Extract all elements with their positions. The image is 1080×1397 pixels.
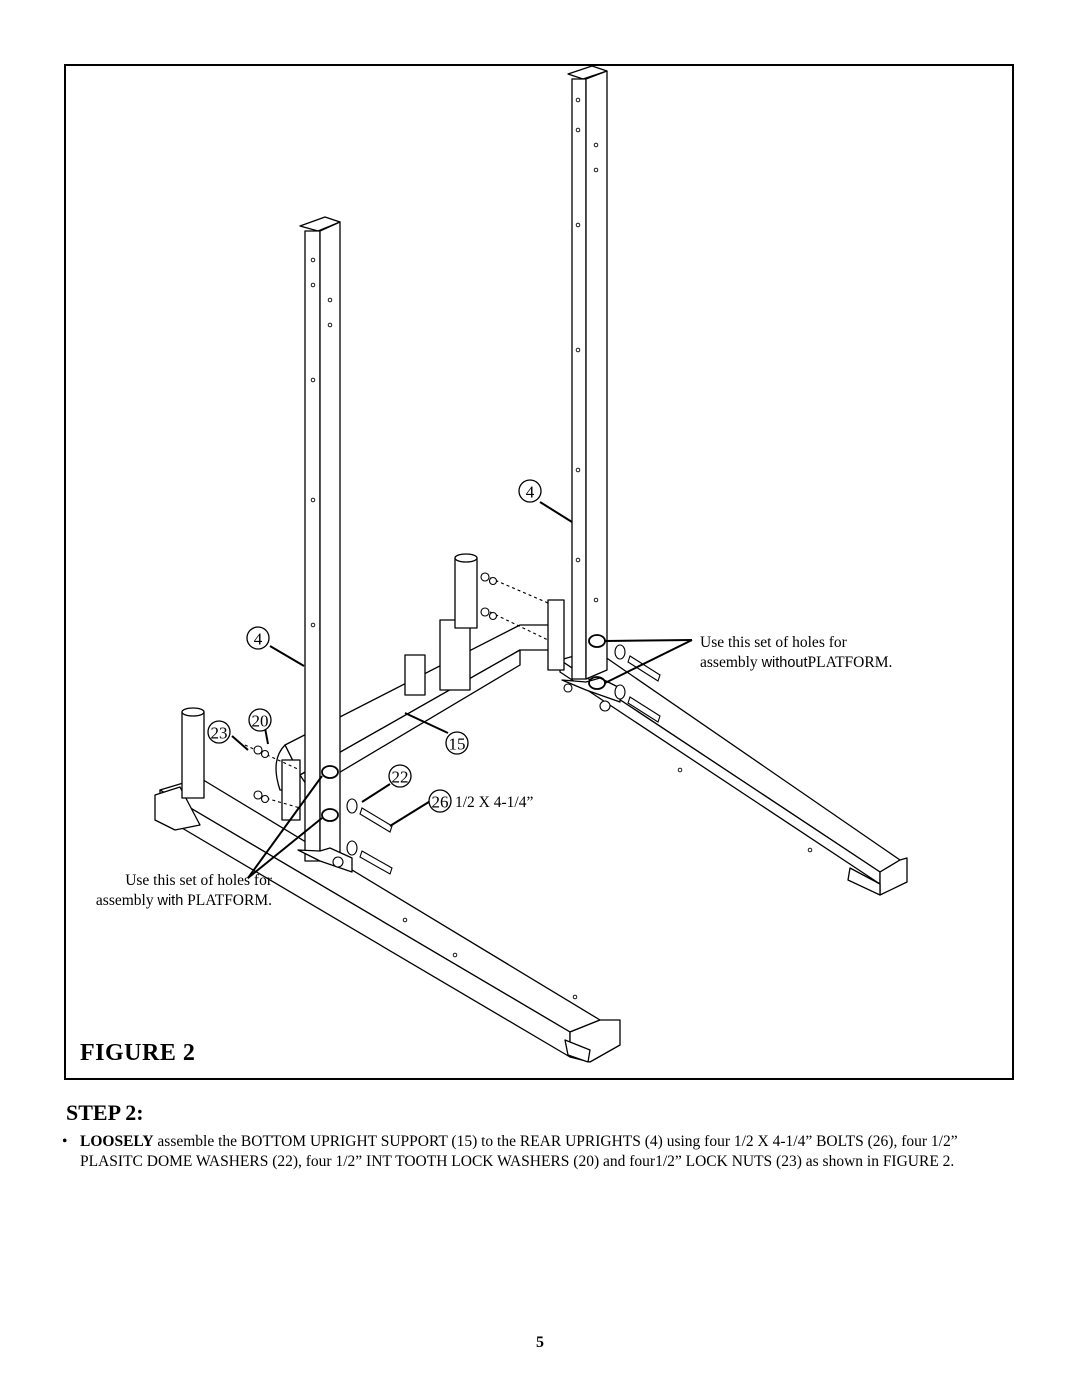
callout-label-20: 20 [252, 712, 269, 731]
hardware [244, 572, 661, 875]
callout-22 [388, 764, 412, 788]
note-without-line2: assembly withoutPLATFORM. [700, 654, 893, 671]
note-without-line1: Use this set of holes for [700, 634, 847, 651]
callout-20 [248, 708, 272, 732]
step-text: assemble the BOTTOM UPRIGHT SUPPORT (15)… [80, 1133, 958, 1170]
callout-4-right [518, 479, 542, 503]
bullet-marker: • [62, 1133, 68, 1150]
callout-15 [445, 731, 469, 755]
callout-23 [207, 720, 231, 744]
left-base-rail [154, 777, 621, 1063]
callout-label-15: 15 [449, 735, 466, 754]
bottom-upright-support [275, 619, 556, 791]
callout-label-26: 26 [432, 793, 449, 812]
step-body: LOOSELY assemble the BOTTOM UPRIGHT SUPP… [80, 1132, 1022, 1172]
figure-frame [64, 64, 1014, 1080]
note-with-emphasis: with [157, 893, 184, 909]
rear-upright-left [281, 216, 353, 873]
weight-posts [181, 553, 478, 799]
page-number: 5 [536, 1334, 544, 1351]
assembly-diagram: 4 4 23 20 15 22 26 1/2 X 4-1/4” [154, 65, 908, 1063]
callout-label-23: 23 [211, 724, 228, 743]
step-instructions: • LOOSELY assemble the BOTTOM UPRIGHT SU… [62, 1132, 1022, 1172]
bolt-size-label: 1/2 X 4-1/4” [455, 794, 533, 811]
note-without-platform: Use this set of holes for assembly witho… [700, 633, 892, 673]
step-title: STEP 2: [66, 1100, 144, 1125]
upright-holes [310, 97, 813, 1000]
callout-label-4-right: 4 [526, 483, 535, 502]
callout-4-left [246, 626, 270, 650]
note-with-line2: assembly with PLATFORM. [95, 892, 272, 909]
callout-label-4-left: 4 [254, 630, 263, 649]
callout-label-22: 22 [392, 768, 409, 787]
note-with-platform: Use this set of holes for assembly with … [66, 871, 272, 911]
step-lead: LOOSELY [80, 1133, 154, 1150]
note-with-line1: Use this set of holes for [125, 872, 272, 889]
rear-upright-right [547, 65, 621, 703]
leader-lines [231, 501, 693, 879]
note-without-emphasis: without [761, 655, 808, 671]
callout-26 [428, 789, 452, 813]
figure-title: FIGURE 2 [80, 1040, 196, 1066]
